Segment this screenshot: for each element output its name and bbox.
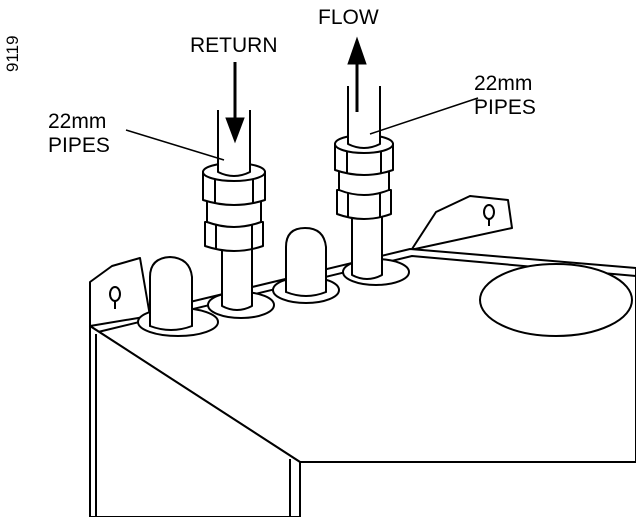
middle-capped-stub — [285, 226, 327, 297]
return-pipe — [202, 110, 266, 311]
right-mounting-bracket — [411, 195, 513, 250]
left-keyhole-slot — [109, 286, 121, 309]
right-pipes-leader — [369, 97, 479, 135]
return-label: RETURN — [190, 34, 278, 57]
left-pipes-label-size: 22mm — [48, 110, 106, 133]
casing-front-face — [89, 325, 301, 517]
flow-pipe — [334, 86, 394, 280]
flow-label: FLOW — [318, 6, 379, 29]
figure-code: 9119 — [3, 35, 22, 72]
left-pipes-leader — [125, 129, 225, 161]
right-keyhole-slot — [483, 204, 495, 226]
flow-arrow — [347, 36, 367, 112]
top-round-opening — [479, 263, 633, 337]
left-pipes-label-text: PIPES — [48, 134, 110, 157]
right-pipes-label-size: 22mm — [474, 72, 532, 95]
left-capped-stub — [149, 255, 193, 331]
right-pipes-label-text: PIPES — [474, 96, 536, 119]
return-arrow — [225, 62, 245, 144]
